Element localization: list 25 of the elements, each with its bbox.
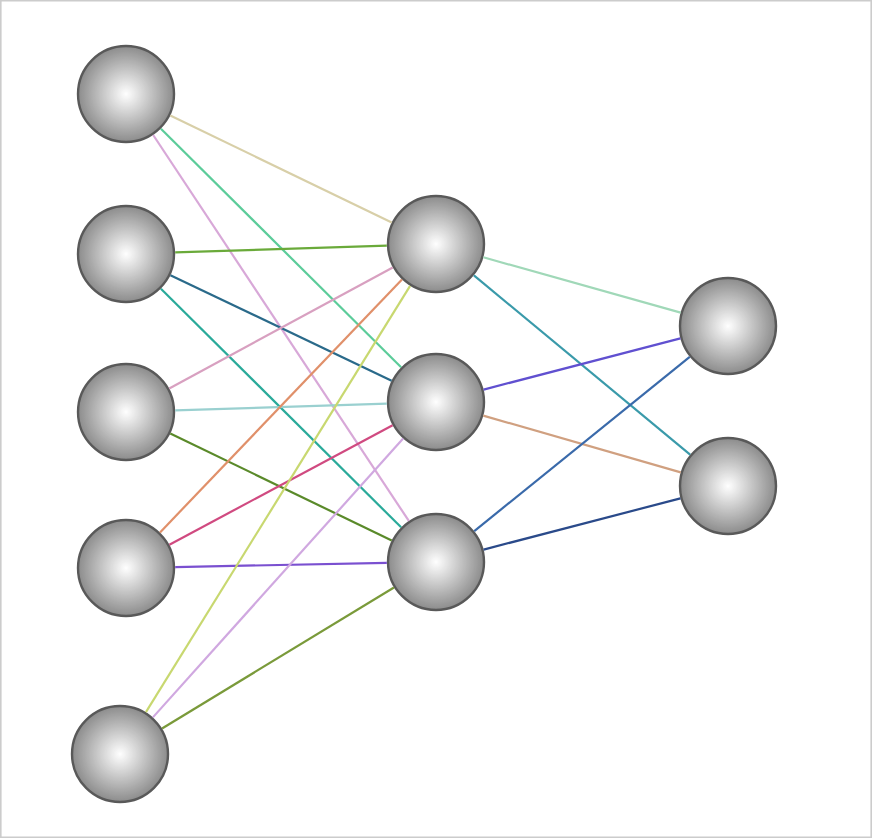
connection-line: [161, 586, 395, 730]
connection-line: [175, 561, 387, 569]
circle-node: [76, 518, 176, 618]
circle-node: [76, 204, 176, 304]
circle-node: [76, 362, 176, 462]
connection-line: [175, 402, 387, 412]
connection-line: [160, 127, 402, 369]
circle-node: [386, 194, 486, 294]
circle-node: [386, 352, 486, 452]
circle-node: [678, 436, 778, 536]
circle-node: [678, 276, 778, 376]
connection-line: [473, 356, 691, 532]
connection-line: [483, 337, 681, 391]
circle-node: [76, 44, 176, 144]
connection-line: [152, 134, 410, 522]
connection-line: [175, 244, 387, 254]
connection-line: [483, 256, 681, 314]
connection-line: [169, 114, 393, 224]
connection-line: [473, 274, 691, 456]
circle-node: [386, 512, 486, 612]
connection-line: [483, 497, 681, 551]
circle-node: [70, 704, 170, 804]
connection-line: [152, 437, 404, 719]
connection-line: [483, 414, 682, 474]
connection-line: [145, 285, 412, 713]
